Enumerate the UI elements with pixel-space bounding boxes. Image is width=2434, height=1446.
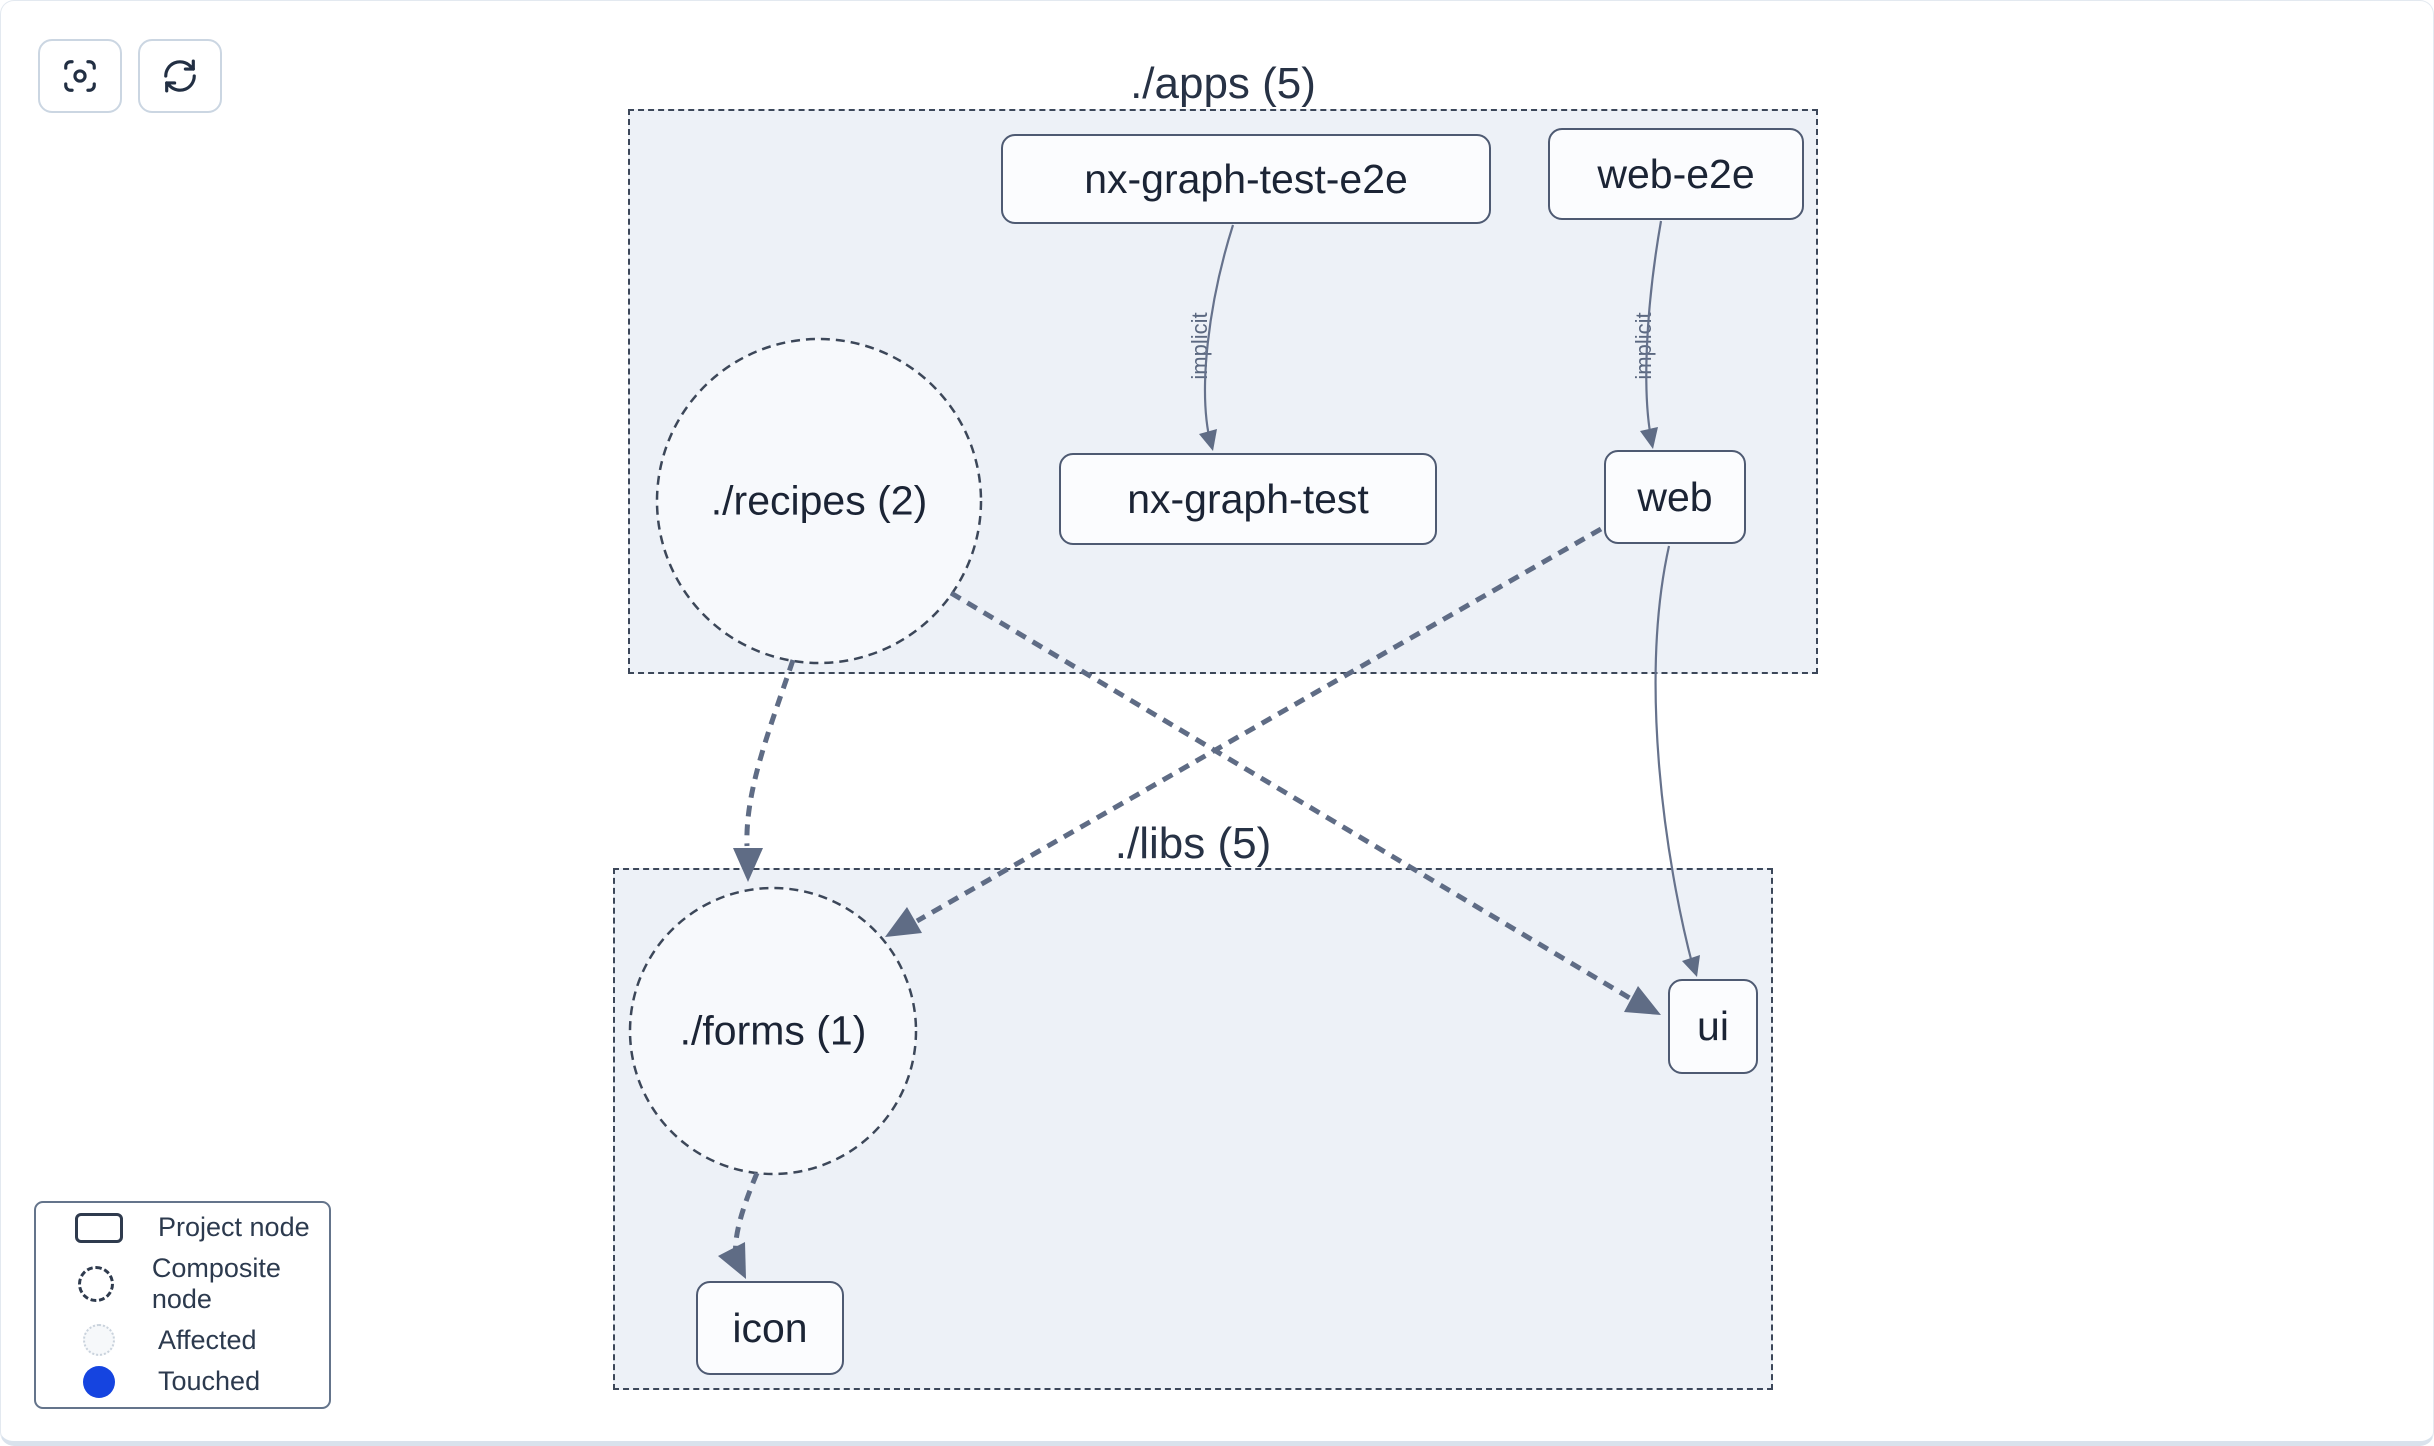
- composite-node-recipes-circle[interactable]: [655, 337, 983, 665]
- node-label: web: [1637, 473, 1713, 520]
- refresh-icon: [164, 59, 196, 93]
- node-icon[interactable]: icon: [696, 1281, 844, 1375]
- edge-recipes-to-forms: [744, 659, 796, 847]
- arrowhead: [1682, 955, 1700, 977]
- touched-swatch: [83, 1365, 115, 1398]
- focus-icon: [64, 60, 96, 92]
- node-label: nx-graph-test-e2e: [1084, 155, 1408, 202]
- node-ui[interactable]: ui: [1668, 979, 1758, 1074]
- edge-label-implicit-2: implicit: [1631, 312, 1656, 379]
- refresh-button[interactable]: [138, 39, 222, 113]
- legend-label: Affected: [158, 1324, 257, 1355]
- affected-swatch: [83, 1324, 115, 1357]
- arrowhead: [1640, 427, 1658, 449]
- node-web[interactable]: web: [1604, 450, 1746, 544]
- composite-node-forms-label[interactable]: ./forms (1): [679, 1007, 867, 1054]
- legend: Project node Composite node Affected Tou…: [34, 1201, 331, 1409]
- arrowhead: [885, 907, 922, 937]
- arrowhead: [718, 1242, 746, 1279]
- arrowhead: [733, 848, 763, 882]
- legend-item-project-node: Project node: [36, 1212, 329, 1243]
- legend-item-touched: Touched: [36, 1365, 329, 1398]
- node-label: nx-graph-test: [1127, 475, 1369, 522]
- focus-view-button[interactable]: [38, 39, 122, 113]
- node-nx-graph-test-e2e[interactable]: nx-graph-test-e2e: [1001, 134, 1491, 224]
- legend-label: Composite node: [151, 1252, 281, 1314]
- arrowhead: [1624, 986, 1661, 1015]
- edge-web-e2e-to-web: [1645, 220, 1663, 444]
- group-libs-title: ./libs (5): [1114, 819, 1272, 868]
- group-apps-title: ./apps (5): [1130, 59, 1316, 108]
- composite-node-forms-circle[interactable]: [628, 886, 918, 1176]
- node-label: web-e2e: [1597, 150, 1755, 197]
- node-label: icon: [732, 1304, 808, 1351]
- composite-node-swatch: [77, 1265, 114, 1302]
- project-node-swatch: [75, 1212, 123, 1243]
- edge-forms-to-icon: [733, 1172, 760, 1268]
- composite-node-recipes-label[interactable]: ./recipes (2): [710, 477, 928, 524]
- arrowhead: [1199, 429, 1217, 451]
- node-label: ui: [1697, 1003, 1729, 1049]
- node-web-e2e[interactable]: web-e2e: [1548, 128, 1804, 220]
- edge-nx-graph-test-e2e-to-nx-graph-test: [1203, 224, 1235, 446]
- legend-item-affected: Affected: [36, 1324, 329, 1357]
- legend-item-composite-node: Composite node: [36, 1253, 329, 1315]
- node-nx-graph-test[interactable]: nx-graph-test: [1059, 453, 1437, 545]
- edge-web-to-forms: [915, 526, 1603, 924]
- edge-web-to-ui: [1654, 545, 1695, 968]
- legend-label: Touched: [158, 1366, 261, 1397]
- legend-label: Project node: [158, 1212, 310, 1243]
- edge-recipes-to-ui: [949, 590, 1635, 1003]
